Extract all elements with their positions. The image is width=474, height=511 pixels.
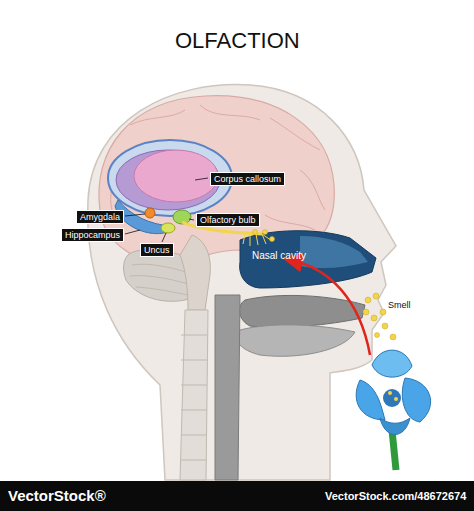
amygdala-shape: [145, 208, 155, 218]
vertebrae: [181, 335, 207, 460]
part-label: Olfactory bulb: [196, 213, 260, 227]
nasal-cavity-light: [300, 236, 368, 268]
head-silhouette: [88, 85, 396, 480]
watermark: VectorStock®: [8, 487, 106, 504]
odor-particles: [253, 230, 397, 341]
part-label: Hippocampus: [61, 228, 124, 242]
olfactory-cortex: [173, 210, 191, 224]
uncus-shape: [161, 223, 175, 233]
nasal-cavity: [240, 231, 376, 288]
stimulus-label: Smell: [388, 300, 411, 310]
thalamus: [134, 150, 218, 202]
tongue: [237, 325, 355, 356]
ventricle: [116, 150, 220, 210]
part-label: Uncus: [140, 243, 174, 257]
watermark-url: VectorStock.com/48672674: [325, 490, 466, 503]
diagram-title: OLFACTION: [175, 28, 300, 53]
brainstem: [180, 235, 210, 310]
pharynx: [215, 295, 240, 480]
part-label: Amygdala: [76, 210, 124, 224]
watermark-bar: [0, 481, 474, 511]
olfactory-fibers: [243, 234, 272, 246]
leader-lines: [125, 178, 208, 242]
part-label: Corpus callosum: [210, 172, 285, 186]
flower: [356, 350, 430, 470]
oral-cavity: [239, 295, 365, 327]
smell-arrow: [290, 260, 370, 355]
spine: [180, 310, 208, 480]
region-label: Nasal cavity: [252, 250, 306, 262]
